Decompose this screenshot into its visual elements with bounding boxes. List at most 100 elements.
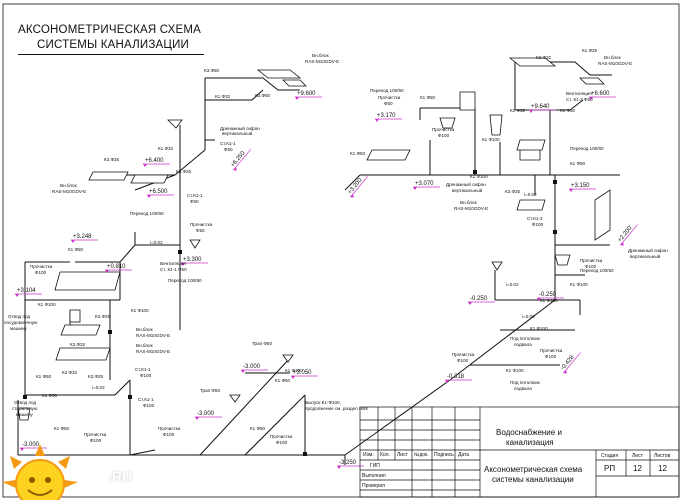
elevation-mark: +3.050 [291,370,318,379]
elevation-value: +3.300 [183,257,202,263]
tb-sheets-header: Листов [654,453,671,459]
pipe-label: К1 Ф50 [275,378,291,383]
pipe-label: К1 Ф50 [54,426,70,431]
pipe-label: Переход 100/50 [370,88,404,93]
elevation-triangle-icon [569,189,573,192]
tb-stage-header: Стадия [601,453,618,459]
elevation-triangle-icon [620,242,624,246]
sheet-frame [2,3,680,498]
pipe-label: К1 Ф100 [285,368,303,373]
pipe-label: К1 Ф100 [570,282,588,287]
right-pipe-system [344,61,620,456]
pipe-label: Ф100 [90,438,102,443]
pipe-label: Прочистка [30,264,53,269]
elevation-leader [350,176,368,198]
pipe-label: Ст. К1-1 Ф50 [160,267,187,272]
pipe-label: Ф100 [457,358,469,363]
pipe-label: вертикальный [452,187,483,193]
elevation-mark: -3.000 [195,411,222,420]
pipe-label: К3.Ф25 [176,169,192,174]
pipe-label: RAS-M10GDV-E [454,206,488,211]
tb-col-kol: Кол. [380,452,390,458]
pipe-label: стиральную [12,406,38,411]
tb-sheet-header: Лист [632,453,644,459]
elevation-triangle-icon [143,164,147,167]
pipe-label: машину [10,326,28,331]
tb-col-doc: №док. [414,452,429,458]
elevation-triangle-icon [241,370,245,373]
pipe-label: К1 Ф50 [42,393,58,398]
elevation-value: -0.428 [560,354,576,371]
tb-drawing-line2: системы канализации [492,475,574,484]
pipe-label: Вн.блок [312,53,330,58]
pipe-label: К3.Ф50 [255,93,271,98]
pipe-label: К1 Ф100 [530,326,548,331]
pipe-label: Дренажный сифон [220,125,260,131]
pipe-label: Ф100 [532,222,544,227]
pipe-label: К3.Ф25 [104,157,120,162]
fittings [23,170,557,456]
elevation-value: +9.640 [531,104,550,110]
diagram-title-line2: СИСТЕМЫ КАНАЛИЗАЦИИ [37,39,190,51]
elevation-triangle-icon [15,294,19,297]
tb-col-date: Дата [458,452,469,458]
pipe-label: Прочистка [378,95,401,100]
tb-project-line2: канализация [506,438,554,447]
elevation-triangle-icon [337,466,341,469]
pipe-label: Ф50 [190,199,199,204]
pipe-label: К1 Ф50 [68,247,84,252]
elevation-mark: +2.200 [617,224,638,246]
pipe-label: К1.Ф32 [158,146,174,151]
elevation-value: -3.250 [339,460,357,466]
pipe-label: Дренажный сифон [446,181,486,187]
elevation-mark: +3.104 [15,288,42,297]
pipe-label: К3.Ф32 [62,370,78,375]
elevation-mark: +9.600 [295,91,322,100]
pipe-label: посудомоечную [4,320,38,325]
pipe-label: i=0.02 [506,282,519,287]
pipe-label: Ст.К1-1 [138,397,154,402]
pipe-label: Ф50 [384,101,393,106]
pipe-label: Переход 100/50 [168,278,202,283]
tb-drawing-line1: Аксонометрическая схема [484,465,583,474]
pipe-label: i=0.02 [92,385,105,390]
pipe-label: Вн.блок [136,343,154,348]
elevation-triangle-icon [445,380,449,383]
elevation-mark: -3.250 [337,460,364,469]
pipe-label: Прочистка [84,432,107,437]
pipe-label: Отвод под [8,314,30,319]
elevation-value: +3.150 [571,183,590,189]
pipe-label: К1.Ф25 [582,48,598,53]
elevation-mark: -0.428 [560,352,581,374]
pipe-label: К1 Ф100 [506,368,524,373]
tb-stage-value: РП [604,464,615,473]
pipe-label: Переход 100/50 [580,268,614,273]
elevation-leader [563,352,581,374]
elevation-leader [233,149,251,171]
elevation-triangle-icon [233,167,237,171]
pipe-label: Ф100 [143,403,155,408]
pipe-label: Под потолком [510,336,540,341]
pipe-label: К1 Ф50 [36,374,52,379]
pipe-label: вертикальный [222,130,253,136]
elevation-triangle-icon [105,270,109,273]
elevation-value: -0.250 [470,296,488,302]
pipe-label: Прочистка [452,352,475,357]
tb-project-line1: Водоснабжение и [496,428,562,437]
elevation-mark: +6.600 [589,91,616,100]
pipe-label: К1 Ф50 [350,151,366,156]
elevation-mark: -3.000 [241,364,268,373]
elevation-value: +0.810 [107,264,126,270]
pipe-label: RAS-M10GDV-E [136,349,170,354]
elevation-triangle-icon [195,417,199,420]
elevation-triangle-icon [563,370,567,374]
pipe-label: К1 Ф100 [470,174,488,179]
pipe-label: Прочистка [158,426,181,431]
elevation-mark: -0.250 [537,292,564,301]
elevation-value: +6.250 [230,150,247,169]
elevation-value: +3.050 [293,370,312,376]
pipe-label: RAS-M10GDV-E [305,59,339,64]
elevation-mark: +3.248 [71,234,98,243]
pipe-label: Под потолком [510,380,540,385]
